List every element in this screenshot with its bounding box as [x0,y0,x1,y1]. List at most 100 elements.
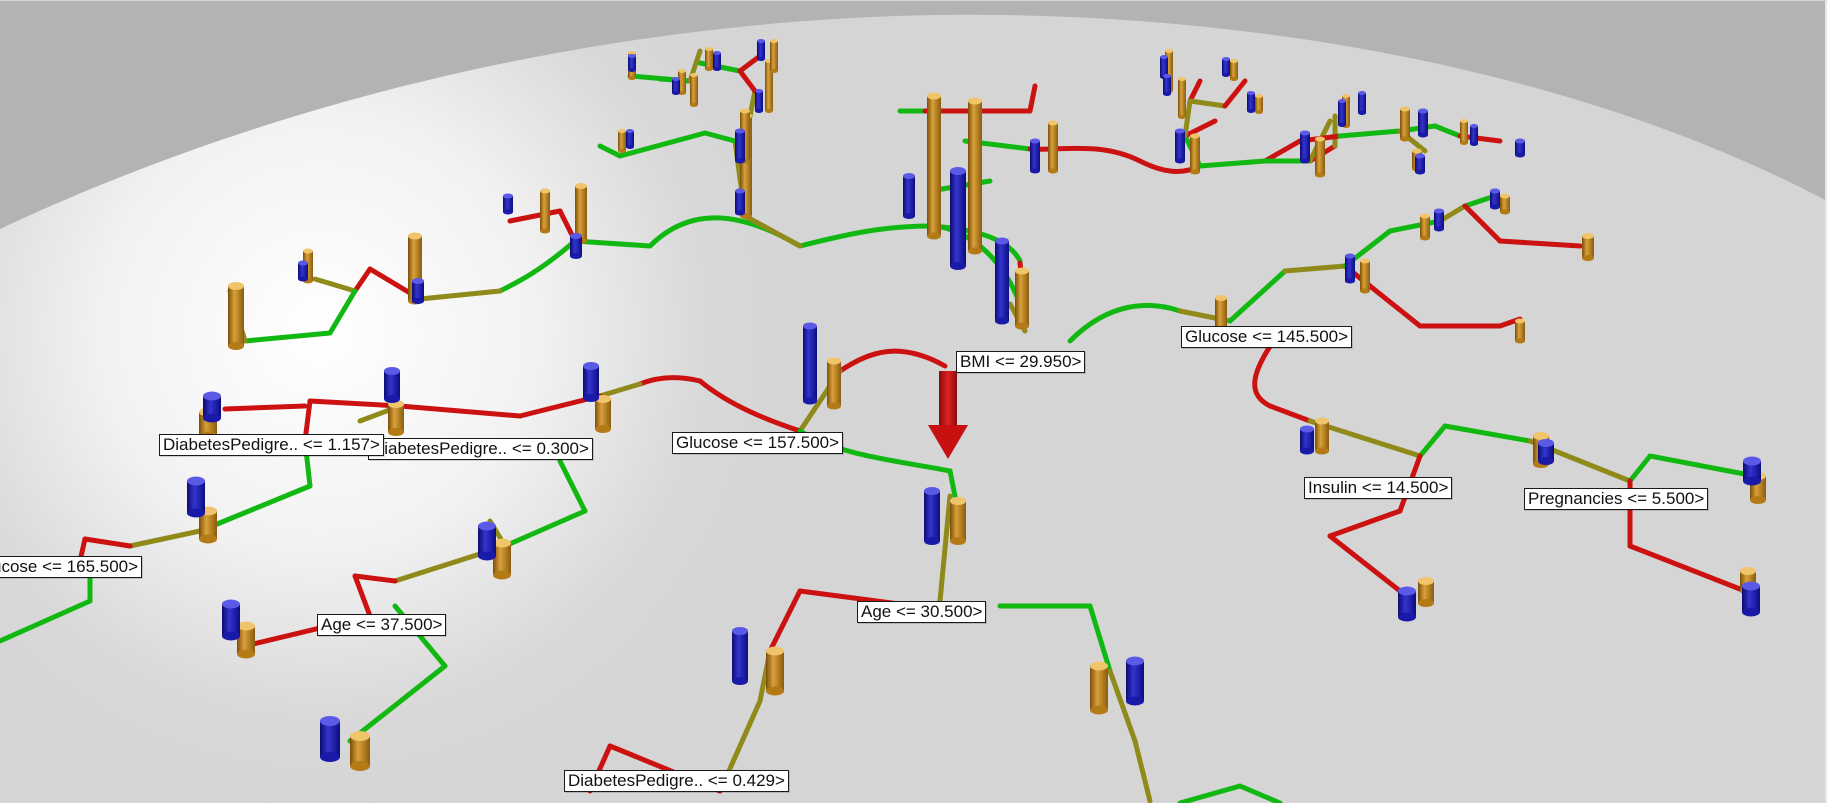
class-positive-cylinder [770,39,778,73]
tree-branch [82,536,133,549]
tree-branch [1647,453,1758,479]
node-label-pregnancies[interactable]: Pregnancies <= 5.500> [1524,488,1709,510]
leaf-class-cylinders [187,39,1766,771]
tree-branch [1462,203,1503,244]
tree-branch [927,223,1023,264]
class-negative-cylinder [1338,99,1346,127]
tree-branch [1187,78,1203,104]
class-negative-cylinder [1490,188,1500,210]
tree-branch [1627,453,1653,484]
class-negative-cylinder [503,193,513,215]
class-negative-cylinder [950,167,966,270]
tree-branch [1187,98,1228,109]
tree-branch [837,348,948,374]
class-negative-cylinder [583,362,599,402]
class-negative-cylinder [412,278,424,304]
node-label-diabetes-pedigree-3[interactable]: DiabetesPedigre.. <= 0.429> [564,770,789,792]
viewport-edge [1825,1,1827,803]
tree-branch [617,130,708,159]
class-negative-cylinder [735,188,745,216]
tree-branch [1027,83,1038,114]
tree-branch [352,266,373,294]
class-positive-cylinder [1418,577,1434,607]
node-label-diabetes-pedigree-1[interactable]: DiabetesPedigre.. <= 1.157> [159,434,384,456]
class-negative-cylinder [1434,208,1444,232]
class-negative-cylinder [1126,656,1144,706]
class-negative-cylinder [732,627,748,685]
class-negative-cylinder [672,77,680,95]
tree-branch [312,276,358,294]
tree-branch [937,493,953,604]
node-label-age-left[interactable]: Age <= 37.500> [317,614,447,636]
class-negative-cylinder [1515,138,1525,158]
class-negative-cylinder [735,128,745,164]
class-negative-cylinder [1398,586,1416,622]
class-negative-cylinder [320,716,340,762]
class-negative-cylinder [1470,124,1478,146]
tree-branch [197,483,313,534]
class-positive-cylinder [950,497,966,545]
node-label-bmi[interactable]: BMI <= 29.950> [956,351,1086,373]
class-negative-cylinder [757,39,765,61]
class-positive-cylinder [1230,59,1238,81]
class-positive-cylinder [1255,94,1263,114]
class-positive-cylinder [1460,119,1468,145]
class-negative-cylinder [1418,108,1428,138]
node-label-insulin[interactable]: Insulin <= 14.500> [1304,477,1453,499]
tree-branch [1182,98,1193,139]
class-positive-cylinder [540,188,550,234]
class-negative-cylinder [1247,91,1255,113]
tree-branch [737,53,763,74]
tree-branch [347,663,448,744]
class-negative-cylinder [1222,57,1230,77]
node-label-diabetes-pedigree-2[interactable]: DiabetesPedigre.. <= 0.300> [368,438,593,460]
class-positive-cylinder [595,395,611,433]
tree-branch [1627,543,1748,594]
tree-branch [767,588,803,654]
tree-branch [497,238,578,294]
tree-branch [502,508,588,549]
class-negative-cylinder [1742,581,1760,617]
class-positive-cylinder [690,73,698,107]
class-negative-cylinder [995,237,1009,325]
node-label-age-center[interactable]: Age <= 30.500> [857,601,987,623]
tree-branch [597,143,623,159]
class-negative-cylinder [384,367,400,403]
tree-branch [417,288,503,302]
class-negative-cylinder [1300,425,1314,455]
tree-branch [1497,238,1583,249]
tree-branch [1087,603,1113,674]
class-negative-cylinder [1358,91,1366,115]
node-label-glucose-center[interactable]: Glucose <= 157.500> [672,432,844,454]
class-positive-cylinder [705,47,713,71]
tree-branch [222,403,308,412]
class-positive-cylinder [1048,120,1058,174]
class-negative-cylinder [203,391,221,423]
tree-branch [1337,128,1403,139]
class-negative-cylinder [713,51,721,71]
class-positive-cylinder [228,282,244,350]
tree-branch [327,288,358,336]
class-negative-cylinder [187,476,205,518]
tree-branch [697,378,803,434]
class-positive-cylinder [766,646,784,696]
class-positive-cylinder [1090,661,1108,715]
node-label-glucose-right[interactable]: Glucose <= 145.500> [1181,326,1353,348]
tree-branch [1432,123,1463,139]
class-negative-cylinder [628,54,636,72]
tree-branch [1267,403,1313,424]
class-positive-cylinder [1315,136,1325,178]
tree-branch [1132,738,1153,803]
class-negative-cylinder [222,599,240,641]
class-negative-cylinder [478,521,496,561]
class-positive-cylinder [1500,193,1510,215]
tree-branch [1442,423,1533,444]
tree-branch [947,468,958,499]
node-label-glucose-left[interactable]: Glucose <= 165.500> [0,556,143,578]
class-positive-cylinder [1015,267,1029,330]
tree-branch [1067,302,1183,344]
tree-branch [352,573,398,584]
tree-branch [1327,533,1403,594]
